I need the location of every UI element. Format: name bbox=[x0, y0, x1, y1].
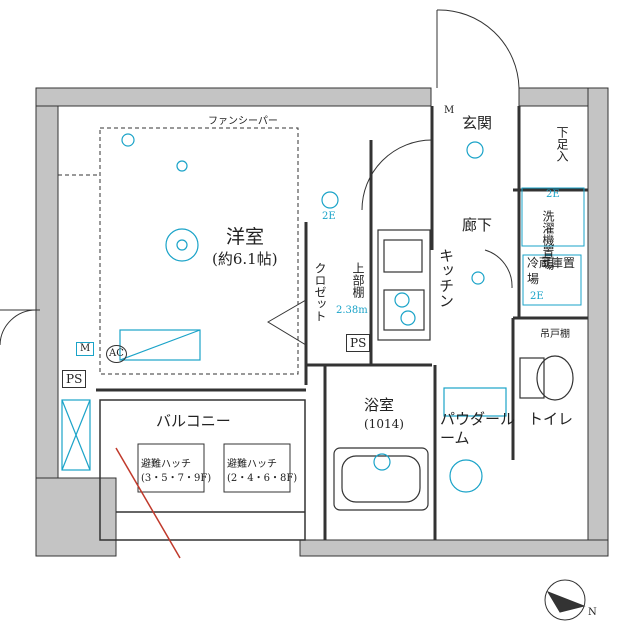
fan-heater-label: ファンシーパー bbox=[208, 116, 278, 127]
hatch-2-floors: (2・4・6・8F) bbox=[227, 473, 298, 484]
washer-space-label: 洗濯機置場 bbox=[541, 210, 555, 270]
partitions bbox=[96, 106, 588, 540]
hanging-shelf-label: 吊戸棚 bbox=[540, 329, 570, 340]
ps-main-label: PS bbox=[346, 334, 371, 352]
kitchen-counter bbox=[377, 229, 431, 341]
red-line bbox=[115, 447, 181, 559]
hallway-label: 廊下 bbox=[462, 216, 493, 234]
blue-fixtures bbox=[61, 133, 585, 493]
toilet-fixture bbox=[519, 355, 574, 401]
code-2c-label: 2E bbox=[530, 291, 544, 302]
shoe-box-label: 下足入 bbox=[555, 126, 569, 162]
kitchen-ceiling-label: 2.38m bbox=[336, 305, 368, 316]
dashed-lines bbox=[58, 127, 299, 375]
hatch-2-label: 避難ハッチ bbox=[227, 459, 277, 470]
fridge-space-label: 冷蔵庫置場 bbox=[527, 256, 576, 286]
balcony-label: バルコニー bbox=[156, 412, 231, 430]
hatch-1-label: 避難ハッチ bbox=[141, 459, 191, 470]
evacuation-hatches bbox=[137, 443, 291, 493]
doors bbox=[0, 9, 520, 346]
upper-shelf-label: 上部棚 bbox=[351, 262, 365, 298]
compass-north-label: N bbox=[588, 607, 597, 618]
meter-label: M bbox=[76, 342, 95, 356]
bathroom-label: 浴室 bbox=[364, 396, 395, 414]
code-2b-label: 2E bbox=[546, 189, 560, 200]
balcony-outline bbox=[99, 399, 306, 541]
powder-room-label: パウダールーム bbox=[440, 410, 516, 447]
western-room-size: (約6.1帖) bbox=[212, 250, 278, 268]
entrance-label: 玄関 bbox=[462, 114, 493, 132]
ps-balcony-label: PS bbox=[62, 370, 87, 388]
walls bbox=[35, 87, 609, 557]
bathroom-size: (1014) bbox=[364, 417, 404, 431]
aircon-label: AC bbox=[106, 345, 127, 363]
toilet-label: トイレ bbox=[528, 410, 574, 428]
closet-label: クロゼット bbox=[313, 262, 327, 322]
bathtub bbox=[333, 447, 429, 511]
compass bbox=[544, 579, 586, 621]
code-2-label: 2E bbox=[322, 211, 336, 222]
western-room-label: 洋室 bbox=[226, 226, 265, 248]
meter-hall-label: M bbox=[444, 105, 455, 116]
hatch-1-floors: (3・5・7・9F) bbox=[141, 473, 212, 484]
kitchen-label: キッチン bbox=[437, 248, 455, 308]
